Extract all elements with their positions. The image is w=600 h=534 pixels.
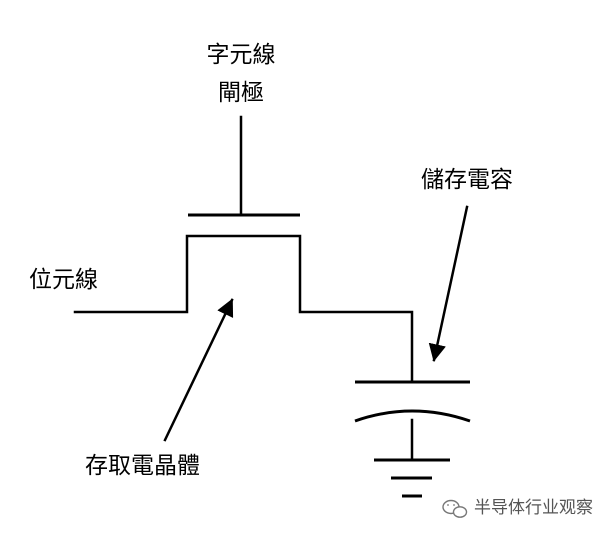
capacitor-bottom-plate <box>354 409 471 423</box>
word-line-label: 字元線 <box>207 42 276 68</box>
storage-capacitor-label: 儲存電容 <box>421 167 513 193</box>
wechat-icon <box>442 499 468 518</box>
transistor-channel <box>73 234 414 383</box>
access-transistor-label: 存取電晶體 <box>85 453 200 479</box>
storage-capacitor-arrow <box>428 205 469 362</box>
access-transistor-arrow <box>163 298 234 442</box>
gate-label: 閘極 <box>218 80 264 106</box>
bit-line-label: 位元線 <box>29 267 98 293</box>
watermark-text: 半导体行业观察 <box>474 498 593 518</box>
